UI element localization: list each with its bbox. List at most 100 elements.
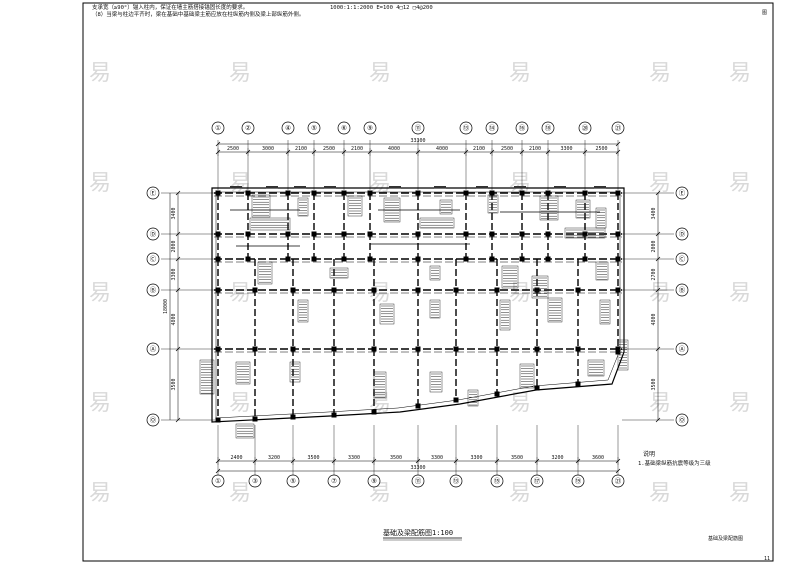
axis-bottom-circle [530, 474, 544, 488]
axis-bottom-circle [248, 474, 262, 488]
watermark-glyph: 易 [729, 391, 751, 416]
left-dimension-tick [175, 256, 181, 262]
left-dimension-tick [175, 231, 181, 237]
axis-top-circle [485, 121, 499, 135]
axis-top-label: ⑬ [463, 124, 470, 132]
column [290, 287, 296, 293]
column [415, 231, 421, 237]
column [463, 190, 469, 196]
column [341, 231, 347, 237]
column [415, 287, 421, 293]
watermark-glyph: 易 [649, 281, 671, 306]
column [290, 346, 296, 352]
column [252, 287, 258, 293]
watermark-glyph: 易 [509, 61, 531, 86]
watermark-glyph: 易 [509, 391, 531, 416]
axis-bottom-circle [449, 474, 463, 488]
axis-left-circle [146, 283, 160, 297]
column [285, 256, 291, 262]
column [545, 231, 551, 237]
column [311, 256, 317, 262]
beam-mark-label [476, 186, 488, 189]
axis-top-circle [515, 121, 529, 135]
column [582, 256, 588, 262]
column [534, 287, 540, 293]
watermark-glyph: 易 [729, 171, 751, 196]
axis-left-label: Ⓔ [150, 189, 157, 197]
column [415, 190, 421, 196]
axis-top-label: ⑤ [311, 124, 317, 132]
axis-bottom-label: ③ [252, 477, 258, 485]
rebar-callouts [199, 186, 629, 439]
column [252, 416, 258, 422]
top-dimension-label: 2100 [529, 146, 541, 152]
right-dimension-label: 4800 [651, 313, 657, 325]
column [367, 256, 373, 262]
rebar-callout-frame [347, 195, 363, 217]
column [311, 190, 317, 196]
column [215, 287, 221, 293]
column [415, 403, 421, 409]
column [285, 231, 291, 237]
axis-bottom-label: ⑨ [371, 477, 377, 485]
axis-bottom-label: ⑰ [534, 477, 541, 485]
axis-top-label: ② [245, 124, 251, 132]
column [453, 346, 459, 352]
column [519, 190, 525, 196]
axis-bottom-circle [327, 474, 341, 488]
left-dimension-label: 4800 [171, 313, 177, 325]
rebar-callout-frame [617, 339, 629, 371]
rebar-callout-frame [499, 299, 511, 331]
beam-mark-label [389, 186, 401, 189]
left-dimension-label: 3500 [171, 378, 177, 390]
rebar-callout-frame [297, 197, 309, 217]
right-dimension-tick [655, 287, 661, 293]
rebar-callout-frame [587, 359, 605, 377]
axis-right-label: Ⓔ [679, 189, 686, 197]
axis-left-label: Ⓐ [150, 345, 157, 353]
axis-right-circle [675, 413, 689, 427]
column [215, 346, 221, 352]
column [245, 190, 251, 196]
column [215, 417, 221, 423]
right-dimension-label: 3400 [651, 207, 657, 219]
axis-bottom-label: ⑤ [290, 477, 296, 485]
column [489, 256, 495, 262]
top-total-tick [615, 141, 621, 147]
axis-bottom-circle [490, 474, 504, 488]
beam-mark-label [434, 186, 446, 189]
rebar-callout-frame [297, 299, 309, 323]
header-note-line-1: 支承宽（≥90°）锚入柱内，保证在墙主筋搭接锚固长度的要求。 [92, 3, 248, 11]
rebar-callout-frame [575, 199, 591, 219]
rebar-callout-frame [289, 361, 301, 383]
top-dimension-label: 2100 [473, 146, 485, 152]
rebar-callout-frame [599, 299, 611, 325]
top-dimension-label: 4000 [388, 146, 400, 152]
column [494, 346, 500, 352]
watermark-glyph: 易 [509, 281, 531, 306]
column [615, 190, 621, 196]
watermark-glyph: 易 [89, 171, 111, 196]
column [371, 409, 377, 415]
beam-mark-label [294, 186, 306, 189]
top-dimension-label: 2500 [323, 146, 335, 152]
column [415, 346, 421, 352]
column [494, 391, 500, 397]
bottom-dimension-label: 3300 [470, 455, 482, 461]
column [215, 256, 221, 262]
watermark-glyph: 易 [369, 61, 391, 86]
corner-mark: 图 [762, 10, 767, 16]
axis-top-label: ④ [285, 124, 291, 132]
axis-right-label: Ⓞ [679, 416, 686, 424]
column [534, 346, 540, 352]
right-dimension-tick [655, 231, 661, 237]
rebar-callout-frame [251, 194, 271, 218]
bottom-dimension-label: 3200 [551, 455, 563, 461]
bottom-total-tick [215, 468, 221, 474]
column [341, 190, 347, 196]
column [582, 190, 588, 196]
right-dimension-tick [655, 346, 661, 352]
column [615, 256, 621, 262]
rebar-callout-frame [257, 261, 273, 285]
